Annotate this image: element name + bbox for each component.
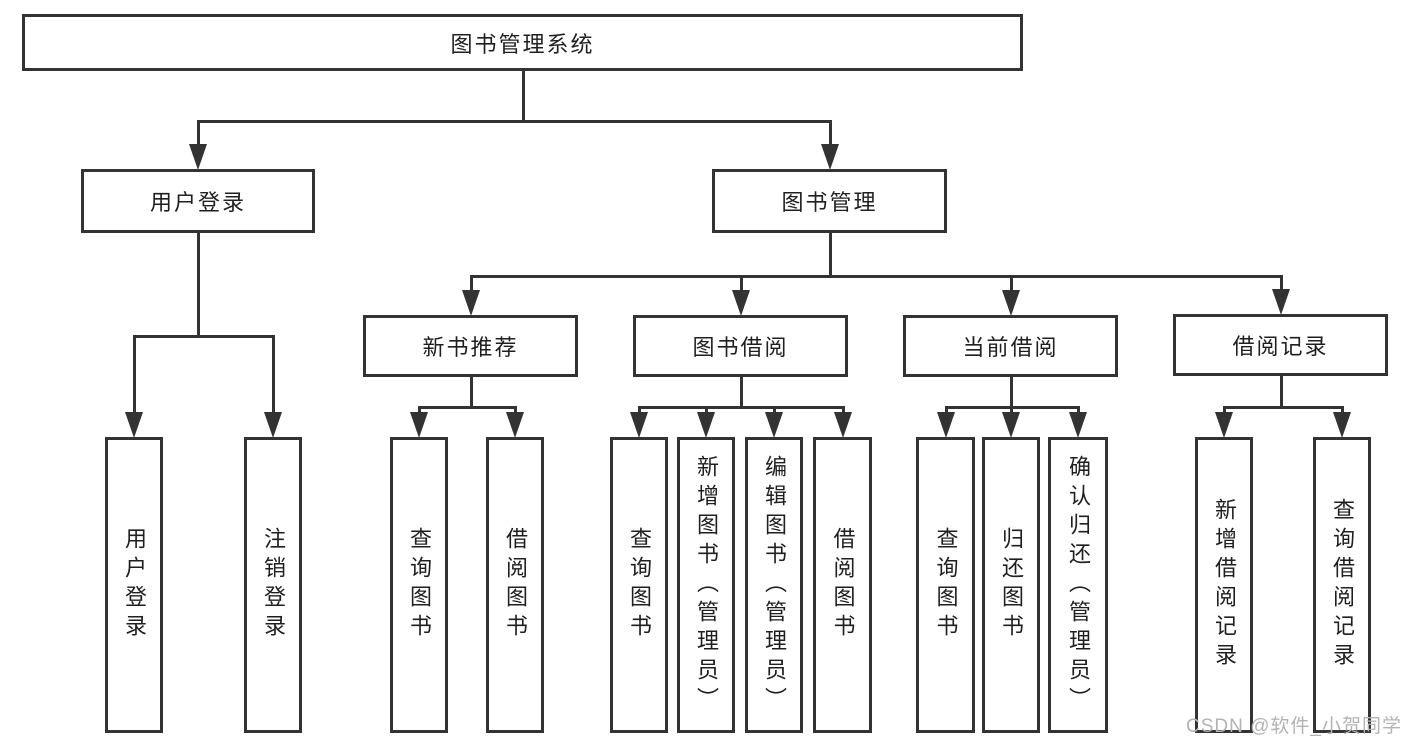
connector-line bbox=[272, 335, 275, 417]
node-query-book-3: 查询图书 bbox=[916, 437, 975, 733]
node-query-borrow-record: 查询借阅记录 bbox=[1313, 437, 1371, 733]
node-book-mgmt: 图书管理 bbox=[712, 169, 947, 233]
node-borrow-book-2: 借阅图书 bbox=[813, 437, 872, 733]
arrow-down-icon bbox=[189, 144, 207, 170]
connector-line bbox=[829, 233, 832, 278]
connector-line bbox=[514, 406, 517, 417]
connector-line bbox=[773, 406, 776, 417]
node-label: 借阅图书 bbox=[503, 527, 528, 643]
arrow-down-icon bbox=[732, 290, 750, 316]
node-label: 用户登录 bbox=[122, 527, 147, 643]
node-label: 图书管理系统 bbox=[450, 31, 595, 57]
node-return-book: 归还图书 bbox=[982, 437, 1040, 733]
arrow-down-icon bbox=[264, 412, 282, 438]
connector-line bbox=[829, 120, 832, 149]
node-label: 确认归还（管理员） bbox=[1066, 454, 1091, 716]
node-query-book-1: 查询图书 bbox=[390, 437, 448, 733]
connector-line bbox=[197, 233, 200, 338]
node-label: 新增图书（管理员） bbox=[694, 454, 719, 716]
node-label: 新增借阅记录 bbox=[1212, 498, 1237, 672]
connector-line bbox=[133, 335, 136, 417]
connector-line bbox=[705, 406, 708, 417]
node-borrow-book-1: 借阅图书 bbox=[486, 437, 544, 733]
connector-line bbox=[197, 120, 200, 149]
connector-line bbox=[1077, 406, 1080, 417]
node-add-borrow-record: 新增借阅记录 bbox=[1195, 437, 1253, 733]
connector-line bbox=[842, 406, 845, 417]
connector-line bbox=[418, 406, 517, 409]
connector-line bbox=[1280, 376, 1283, 409]
arrow-down-icon bbox=[410, 412, 428, 438]
arrow-down-icon bbox=[506, 412, 524, 438]
connector-line bbox=[1280, 275, 1283, 294]
connector-line bbox=[418, 406, 421, 417]
arrow-down-icon bbox=[1069, 412, 1087, 438]
connector-line bbox=[1223, 406, 1344, 409]
connector-line bbox=[1341, 406, 1344, 417]
arrow-down-icon bbox=[630, 412, 648, 438]
connector-line bbox=[1010, 377, 1013, 409]
node-label: 注销登录 bbox=[261, 527, 286, 643]
connector-line bbox=[740, 275, 743, 295]
node-user-login-group: 用户登录 bbox=[81, 169, 315, 233]
arrow-down-icon bbox=[1333, 412, 1351, 438]
connector-line bbox=[197, 120, 832, 123]
arrow-down-icon bbox=[697, 412, 715, 438]
node-label: 查询借阅记录 bbox=[1330, 498, 1355, 672]
node-label: 查询图书 bbox=[407, 527, 432, 643]
node-label: 查询图书 bbox=[627, 527, 652, 643]
connector-line bbox=[470, 377, 473, 409]
node-logout: 注销登录 bbox=[244, 437, 302, 733]
node-borrow-records: 借阅记录 bbox=[1173, 314, 1388, 376]
node-label: 用户登录 bbox=[149, 190, 246, 215]
connector-line bbox=[133, 335, 275, 338]
arrow-down-icon bbox=[1272, 289, 1290, 315]
node-label: 新书推荐 bbox=[422, 335, 519, 360]
node-label: 借阅记录 bbox=[1232, 334, 1329, 359]
connector-line bbox=[1010, 275, 1013, 295]
connector-line bbox=[470, 275, 473, 295]
watermark: CSDN @软件_小贺同学 bbox=[1186, 716, 1402, 737]
connector-line bbox=[638, 406, 845, 409]
connector-line bbox=[945, 406, 948, 417]
node-label: 编辑图书（管理员） bbox=[762, 454, 787, 716]
arrow-down-icon bbox=[462, 290, 480, 316]
node-label: 图书管理 bbox=[781, 190, 878, 215]
arrow-down-icon bbox=[834, 412, 852, 438]
node-edit-book: 编辑图书（管理员） bbox=[745, 437, 803, 733]
node-book-borrow: 图书借阅 bbox=[633, 315, 848, 377]
connector-line bbox=[638, 406, 641, 417]
node-root: 图书管理系统 bbox=[22, 14, 1023, 71]
arrow-down-icon bbox=[1002, 290, 1020, 316]
node-new-book-rec: 新书推荐 bbox=[363, 315, 578, 377]
node-current-borrow: 当前借阅 bbox=[903, 315, 1118, 377]
node-add-book: 新增图书（管理员） bbox=[677, 437, 735, 733]
arrow-down-icon bbox=[1002, 412, 1020, 438]
node-query-book-2: 查询图书 bbox=[610, 437, 668, 733]
arrow-down-icon bbox=[1215, 412, 1233, 438]
connector-line bbox=[1223, 406, 1226, 417]
node-label: 借阅图书 bbox=[830, 527, 856, 643]
arrow-down-icon bbox=[765, 412, 783, 438]
arrow-down-icon bbox=[821, 144, 839, 170]
connector-line bbox=[740, 377, 743, 409]
node-label: 查询图书 bbox=[933, 527, 959, 643]
node-confirm-return: 确认归还（管理员） bbox=[1048, 437, 1108, 733]
node-label: 图书借阅 bbox=[692, 335, 789, 360]
connector-line bbox=[522, 71, 525, 123]
connector-line bbox=[1010, 406, 1013, 417]
node-login: 用户登录 bbox=[105, 437, 163, 733]
arrow-down-icon bbox=[125, 412, 143, 438]
node-label: 归还图书 bbox=[999, 527, 1024, 643]
node-label: 当前借阅 bbox=[962, 335, 1059, 360]
connector-line bbox=[470, 275, 1283, 278]
arrow-down-icon bbox=[937, 412, 955, 438]
